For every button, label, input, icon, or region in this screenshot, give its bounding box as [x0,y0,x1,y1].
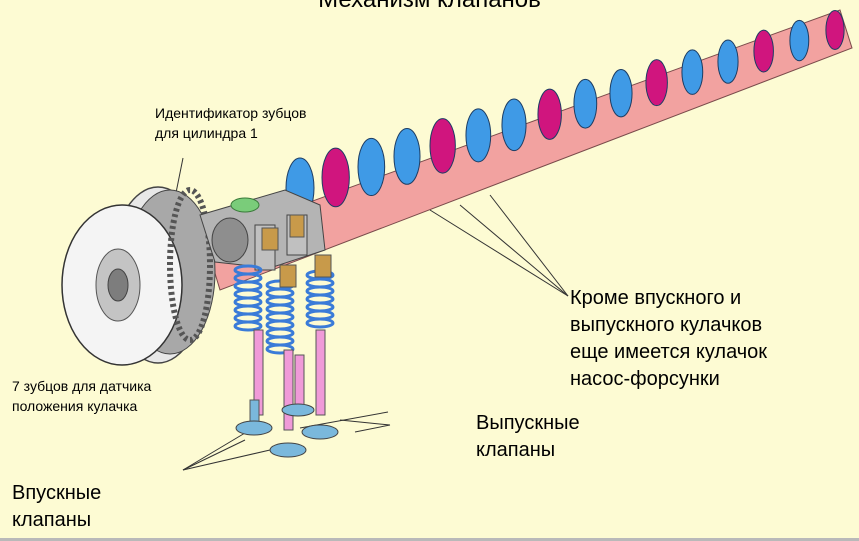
diagram-title: Механизм клапанов [0,0,859,14]
intake-valves-label: Впускные клапаны [12,480,101,534]
spring-coil [235,322,261,330]
cam-lobe-blue [610,70,632,117]
cam-note-line-1: Кроме впускного и [570,285,767,312]
cam-lobe-magenta [646,60,667,106]
intake-line-1: Впускные [12,480,101,507]
cam-gear [62,187,215,365]
cam-note-line-4: насос-форсунки [570,366,767,393]
cam-lobe-blue [394,129,420,185]
cam-lobe-blue [682,50,703,95]
cam-lobe-blue [358,138,385,195]
tooth-id-line-2: для цилиндра 1 [155,123,306,143]
sensor-teeth-label: 7 зубцов для датчика положения кулачка [12,376,151,416]
cam-lobe-magenta [826,11,844,50]
cam-lobe-blue [790,20,809,60]
intake-line-2: клапаны [12,507,101,534]
sensor-line-1: 7 зубцов для датчика [12,376,151,396]
tooth-id-line-1: Идентификатор зубцов [155,103,306,123]
cam-lobe-blue [502,99,526,151]
cam-lobe-magenta [754,30,774,72]
cam-lobe-magenta [430,119,455,173]
cam-lobe-magenta [322,148,349,207]
exhaust-line-2: клапаны [476,437,580,464]
cam-lobe-blue [574,79,597,128]
spring-coil [307,319,333,327]
cam-lobe-blue [718,40,738,83]
valves [236,330,338,457]
cam-note-line-2: выпускного кулачков [570,312,767,339]
cam-note-label: Кроме впускного и выпускного кулачков ещ… [570,285,767,393]
cam-note-line-3: еще имеется кулачок [570,339,767,366]
cam-lobe-blue [466,109,491,162]
cam-lobe-magenta [538,89,561,139]
tooth-id-label: Идентификатор зубцов для цилиндра 1 [155,103,306,143]
exhaust-line-1: Выпускные [476,410,580,437]
exhaust-valves-label: Выпускные клапаны [476,410,580,464]
sensor-line-2: положения кулачка [12,396,151,416]
